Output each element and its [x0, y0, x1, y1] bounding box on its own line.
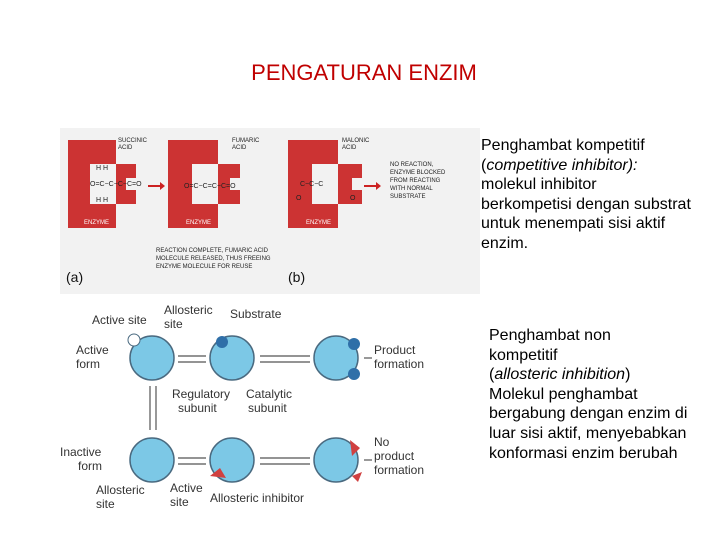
svg-text:site: site	[164, 317, 183, 331]
svg-text:O: O	[350, 195, 356, 202]
svg-text:formation: formation	[374, 463, 424, 477]
svg-text:form: form	[78, 459, 102, 473]
svg-text:WITH NORMAL: WITH NORMAL	[390, 186, 433, 192]
panel-b-label: (b)	[288, 269, 305, 285]
succinic-acid-label: SUCCINIC	[118, 138, 148, 144]
substrate-label: Substrate	[230, 307, 282, 321]
noncompetitive-term-line: (allosteric inhibition)	[489, 366, 631, 384]
svg-text:subunit: subunit	[248, 401, 287, 415]
competitive-term-line: (competitive inhibitor):	[481, 156, 638, 174]
fumaric-acid-label: FUMARIC	[232, 138, 260, 144]
svg-text:ENZYME BLOCKED: ENZYME BLOCKED	[390, 170, 446, 176]
noncompetitive-description: Penghambat non kompetitif (allosteric in…	[489, 326, 704, 463]
svg-text:C−C−C: C−C−C	[300, 181, 323, 188]
allosteric-site-bottom-label: Allosteric	[96, 483, 145, 497]
svg-text:MOLECULE RELEASED, THUS FREEIN: MOLECULE RELEASED, THUS FREEING	[156, 256, 271, 262]
noncompetitive-body: Molekul penghambat bergabung dengan enzi…	[489, 385, 688, 462]
enzyme-active-3	[313, 335, 360, 381]
svg-text:O=C−C−C−C=O: O=C−C−C−C=O	[90, 181, 142, 188]
allosteric-regulation-figure: Active site Allosteric site Substrate Ac…	[60, 303, 424, 511]
enzyme-label-2: ENZYME	[186, 220, 211, 226]
noncompetitive-term: allosteric inhibition	[494, 366, 626, 384]
no-product-label: No	[374, 435, 390, 449]
enzyme-inactive-2	[209, 437, 255, 483]
arrow-vertical	[149, 386, 157, 430]
competitive-heading: Penghambat kompetitif	[481, 137, 645, 154]
arrow-inactive-2	[260, 457, 310, 465]
svg-text:ACID: ACID	[342, 145, 357, 151]
competitive-body: molekul inhibitor berkompetisi dengan su…	[481, 176, 691, 252]
arrow-active-2	[260, 355, 310, 363]
competitive-inhibition-figure: O=C−C−C−C=O H H H H O=C−C=C−C=O C−C−C O …	[60, 128, 480, 294]
svg-text:O: O	[296, 195, 302, 202]
enzyme-label-3: ENZYME	[306, 220, 331, 226]
svg-text:H H: H H	[96, 197, 108, 204]
svg-text:site: site	[170, 495, 189, 509]
active-site-label: Active site	[92, 313, 147, 327]
svg-text:ACID: ACID	[232, 145, 247, 151]
inactive-form-label: Inactive	[60, 445, 102, 459]
svg-text:FROM REACTING: FROM REACTING	[390, 178, 441, 184]
enzyme-active-2	[209, 335, 255, 381]
enzyme-active-1	[127, 333, 175, 381]
page-title: PENGATURAN ENZIM	[251, 60, 477, 85]
svg-text:SUBSTRATE: SUBSTRATE	[390, 194, 426, 200]
enzyme-label-1: ENZYME	[84, 220, 109, 226]
svg-text:subunit: subunit	[178, 401, 217, 415]
enzyme-shape-b	[288, 140, 362, 228]
catalytic-subunit-label: Catalytic	[246, 387, 292, 401]
active-site-bottom-label: Active	[170, 481, 203, 495]
reaction-complete-label: REACTION COMPLETE, FUMARIC ACID	[156, 248, 269, 254]
competitive-description: Penghambat kompetitif (competitive inhib…	[481, 136, 691, 254]
enzyme-shape-a1	[68, 140, 136, 228]
enzyme-shape-a2	[168, 140, 240, 228]
product-formation-label: Product	[374, 343, 416, 357]
no-reaction-label: NO REACTION,	[390, 162, 434, 168]
regulatory-subunit-label: Regulatory	[172, 387, 230, 401]
svg-text:site: site	[96, 497, 115, 511]
svg-text:ACID: ACID	[118, 145, 133, 151]
malonic-acid-label: MALONIC	[342, 138, 370, 144]
svg-text:O=C−C=C−C=O: O=C−C=C−C=O	[184, 183, 236, 190]
svg-text:formation: formation	[374, 357, 424, 371]
allosteric-site-top-label: Allosteric	[164, 303, 213, 317]
svg-text:product: product	[374, 449, 415, 463]
arrow-inactive-1	[178, 457, 206, 465]
allosteric-inhibitor-label: Allosteric inhibitor	[210, 491, 304, 505]
competitive-term: competitive inhibitor):	[486, 156, 638, 174]
enzyme-inactive-1	[129, 437, 175, 483]
arrow-active-1	[178, 355, 206, 363]
active-form-label: Active	[76, 343, 109, 357]
svg-text:ENZYME MOLECULE FOR REUSE: ENZYME MOLECULE FOR REUSE	[156, 264, 252, 270]
svg-text:form: form	[76, 357, 100, 371]
panel-a-label: (a)	[66, 269, 83, 285]
noncompetitive-heading: Penghambat non kompetitif	[489, 327, 611, 364]
enzyme-inactive-3	[313, 437, 362, 483]
svg-text:H H: H H	[96, 165, 108, 172]
